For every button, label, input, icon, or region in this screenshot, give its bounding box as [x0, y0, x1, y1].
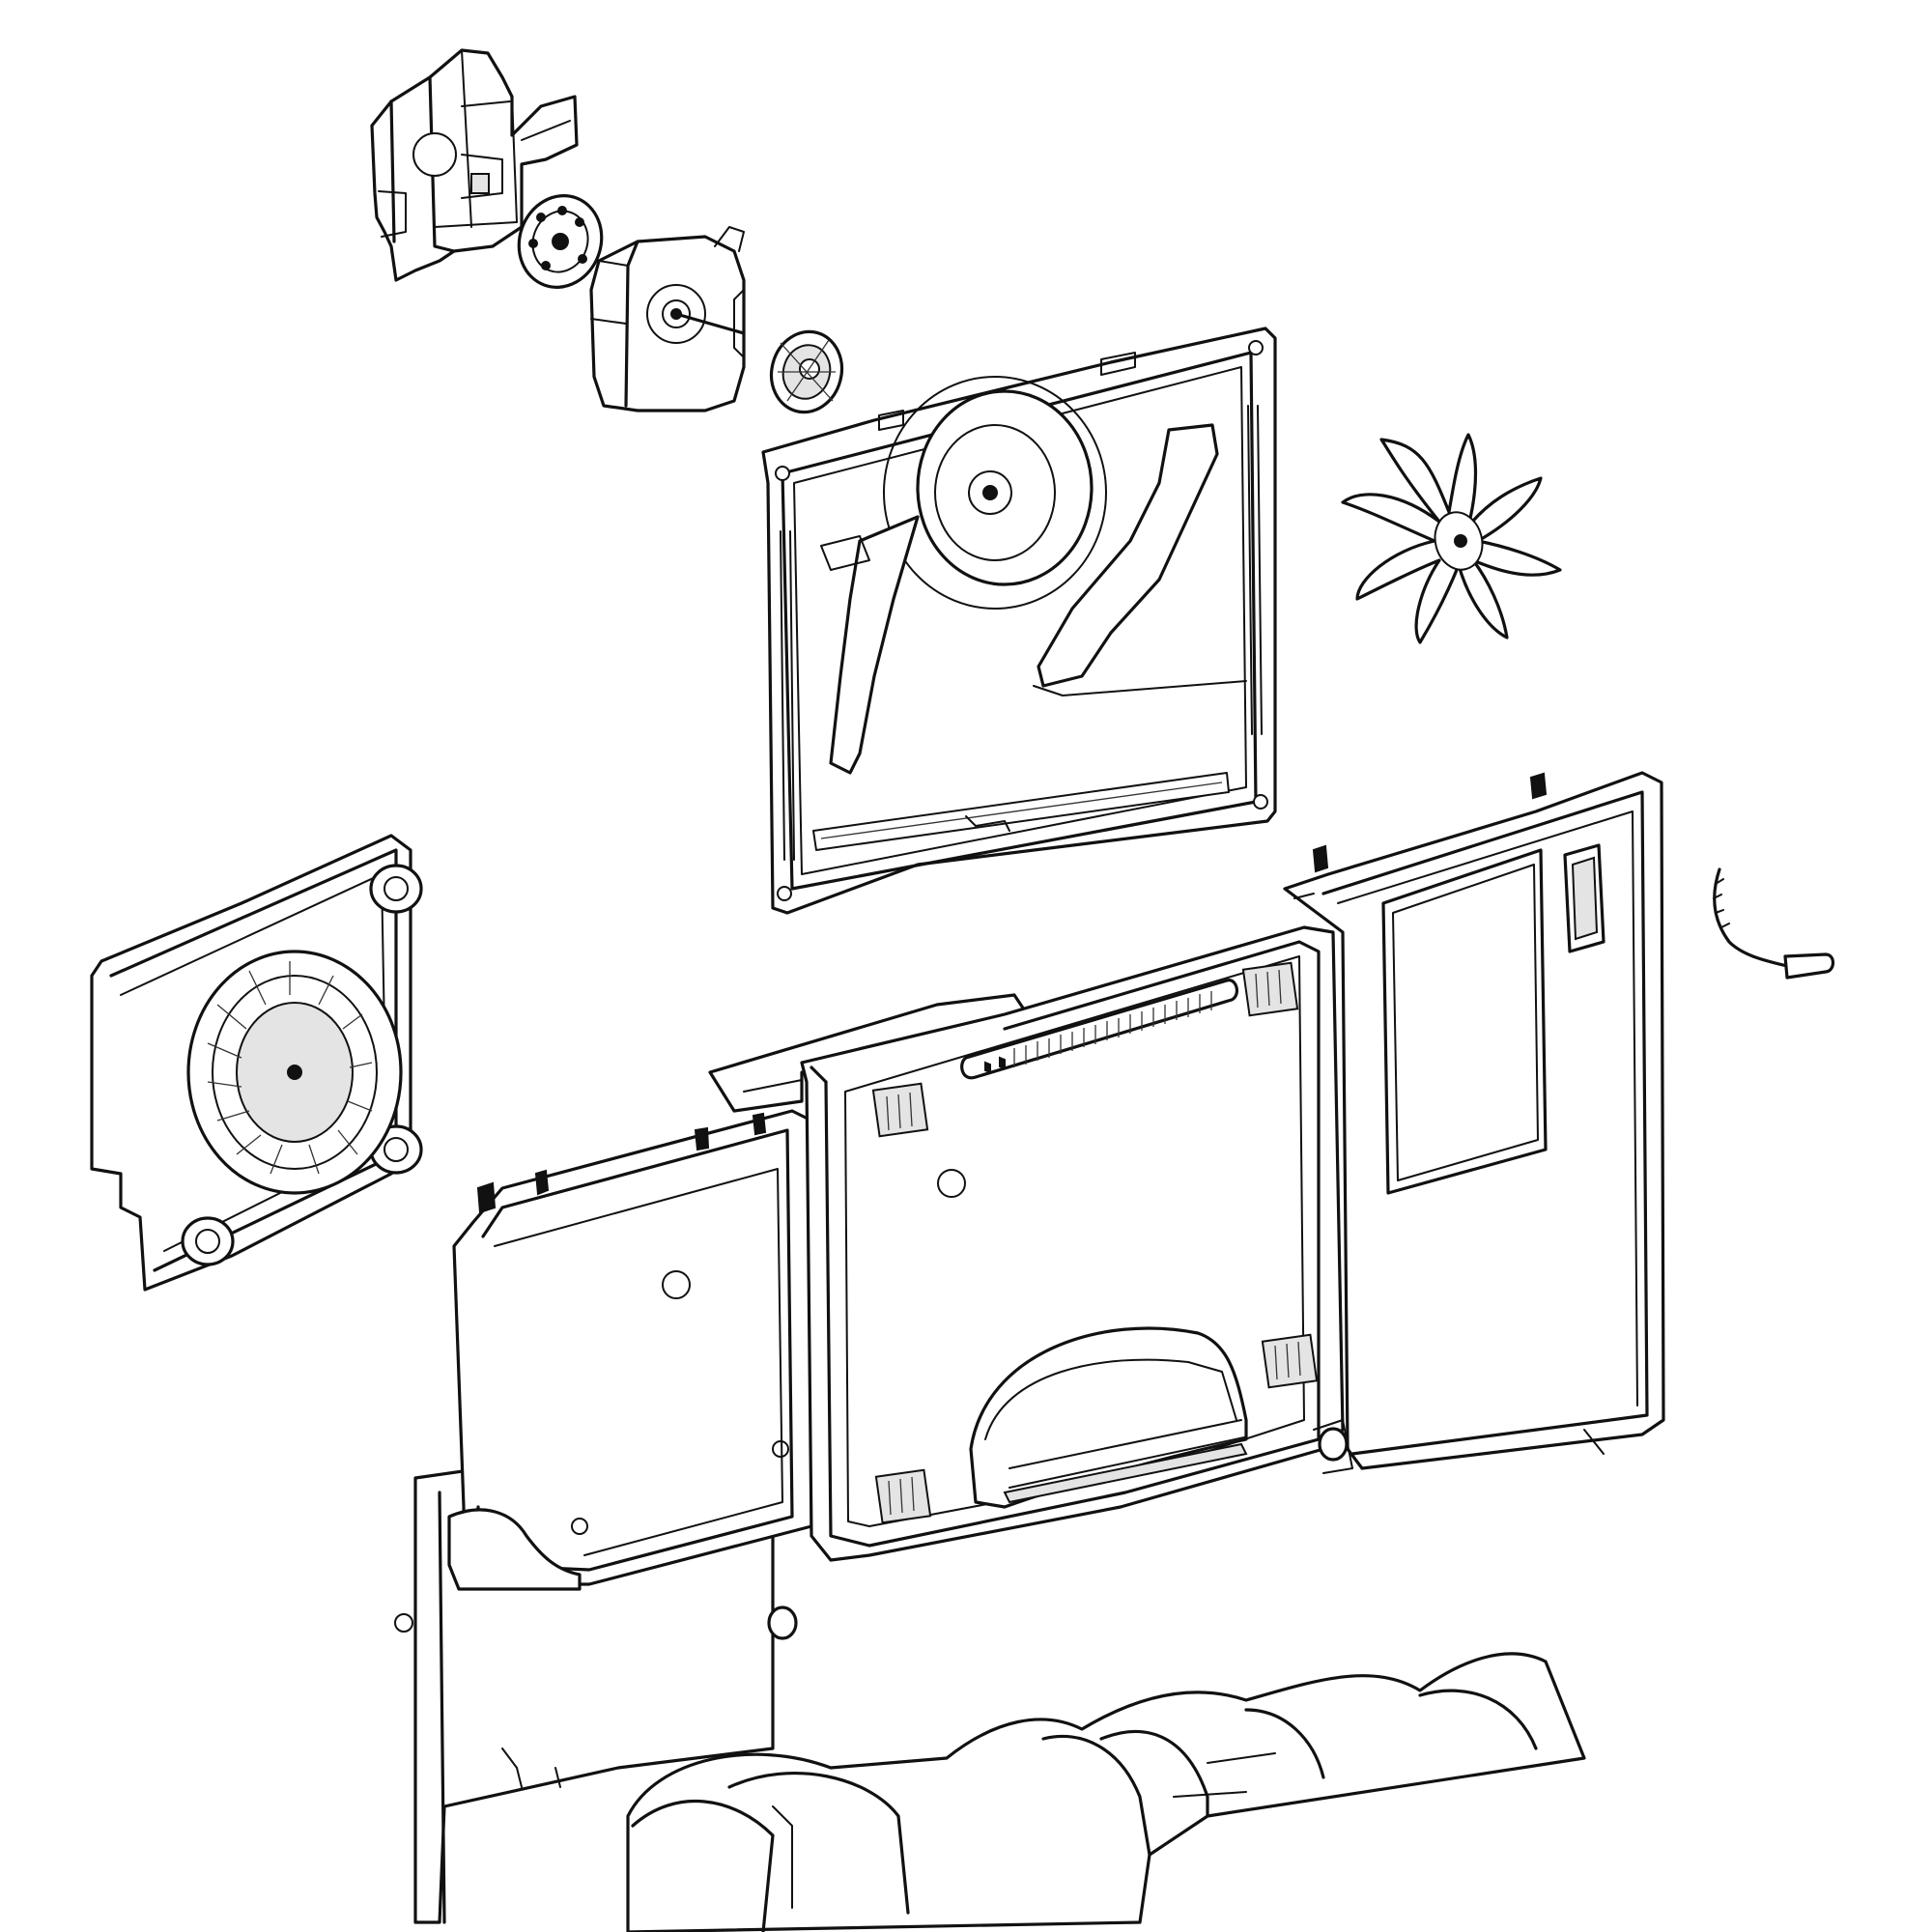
encoder-disc — [517, 194, 604, 289]
blower-assembly — [90, 834, 423, 1292]
fan-blade — [1341, 433, 1562, 644]
thermistor — [1713, 867, 1835, 980]
fan-motor — [589, 226, 746, 412]
fan-shroud-frame — [761, 327, 1277, 915]
vent-slats — [1013, 991, 1212, 1067]
evaporator-cover-panel — [394, 771, 1665, 1932]
drive-gear — [769, 329, 844, 414]
motor-bracket — [370, 48, 579, 282]
